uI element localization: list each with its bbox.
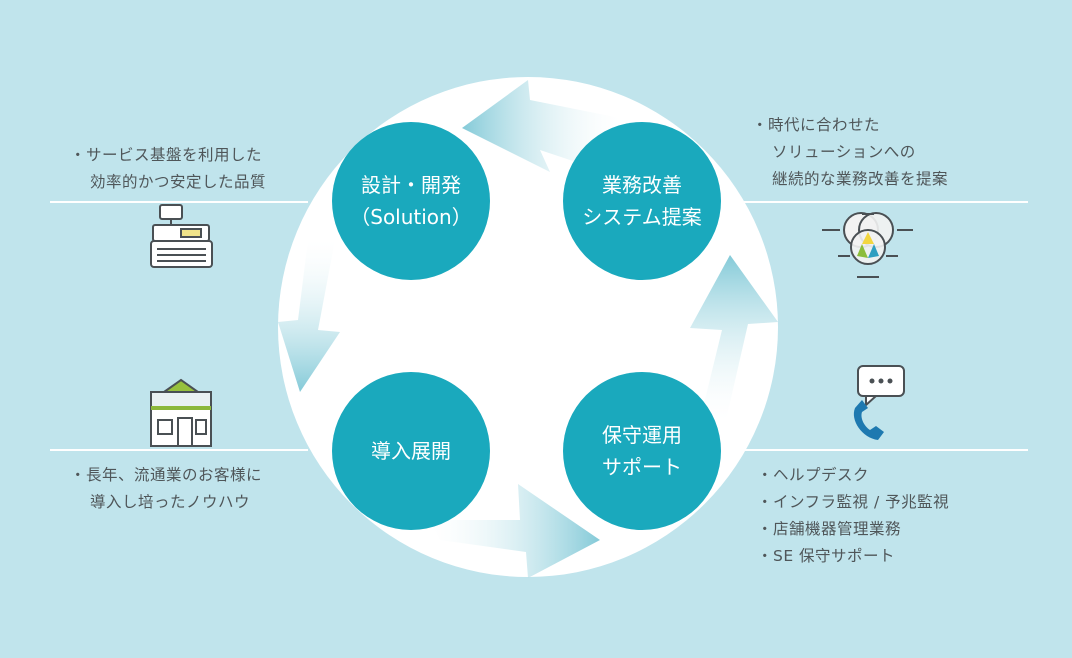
phone-chat-icon: [853, 365, 905, 440]
arrow-left: [278, 240, 340, 392]
note-bottom-left-line-2: 導入し培ったノウハウ: [90, 493, 251, 511]
cash-register-icon: [150, 204, 213, 268]
node-improve-line-1: 業務改善: [602, 173, 682, 197]
flow-arrows: [278, 80, 778, 578]
node-intro-line-1: 導入展開: [371, 439, 451, 463]
node-design: 設計・開発 （Solution）: [331, 169, 491, 233]
node-improve-circle: [563, 122, 721, 280]
note-top-right-line-2: ソリューションへの: [772, 143, 916, 161]
node-design-line-1: 設計・開発: [361, 173, 461, 197]
note-top-right-line-1: ・時代に合わせた: [752, 116, 881, 134]
node-design-line-2: （Solution）: [350, 205, 472, 229]
node-support: 保守運用 サポート: [562, 419, 722, 483]
node-intro: 導入展開: [331, 435, 491, 467]
arrow-bottom: [430, 484, 600, 578]
note-top-left: ・サービス基盤を利用した 効率的かつ安定した品質: [70, 142, 266, 196]
note-bottom-left-line-1: ・長年、流通業のお客様に: [70, 466, 263, 484]
note-bottom-left: ・長年、流通業のお客様に 導入し培ったノウハウ: [70, 462, 262, 516]
node-support-line-1: 保守運用: [602, 423, 682, 447]
note-bottom-right-line-4: ・SE 保守サポート: [757, 547, 896, 565]
arrow-top: [462, 80, 620, 172]
note-bottom-right-line-2: ・インフラ監視 / 予兆監視: [757, 493, 950, 511]
note-top-right-line-3: 継続的な業務改善を提案: [772, 170, 949, 188]
note-top-right: ・時代に合わせた ソリューションへの 継続的な業務改善を提案: [752, 112, 948, 193]
note-top-left-line-2: 効率的かつ安定した品質: [90, 173, 267, 191]
storefront-icon: [150, 378, 212, 447]
note-bottom-right-line-3: ・店舗機器管理業務: [757, 520, 902, 538]
node-support-circle: [563, 372, 721, 530]
node-intro-circle: [332, 372, 490, 530]
node-improve: 業務改善 システム提案: [562, 169, 722, 233]
node-improve-line-2: システム提案: [582, 205, 702, 229]
arrow-right: [690, 255, 778, 420]
note-bottom-right: ・ヘルプデスク ・インフラ監視 / 予兆監視 ・店舗機器管理業務 ・SE 保守サ…: [757, 462, 949, 570]
node-design-circle: [332, 122, 490, 280]
node-support-line-2: サポート: [602, 455, 682, 479]
venn-diagram-icon: [822, 212, 913, 278]
note-top-left-line-1: ・サービス基盤を利用した: [70, 146, 263, 164]
note-bottom-right-line-1: ・ヘルプデスク: [757, 466, 870, 484]
